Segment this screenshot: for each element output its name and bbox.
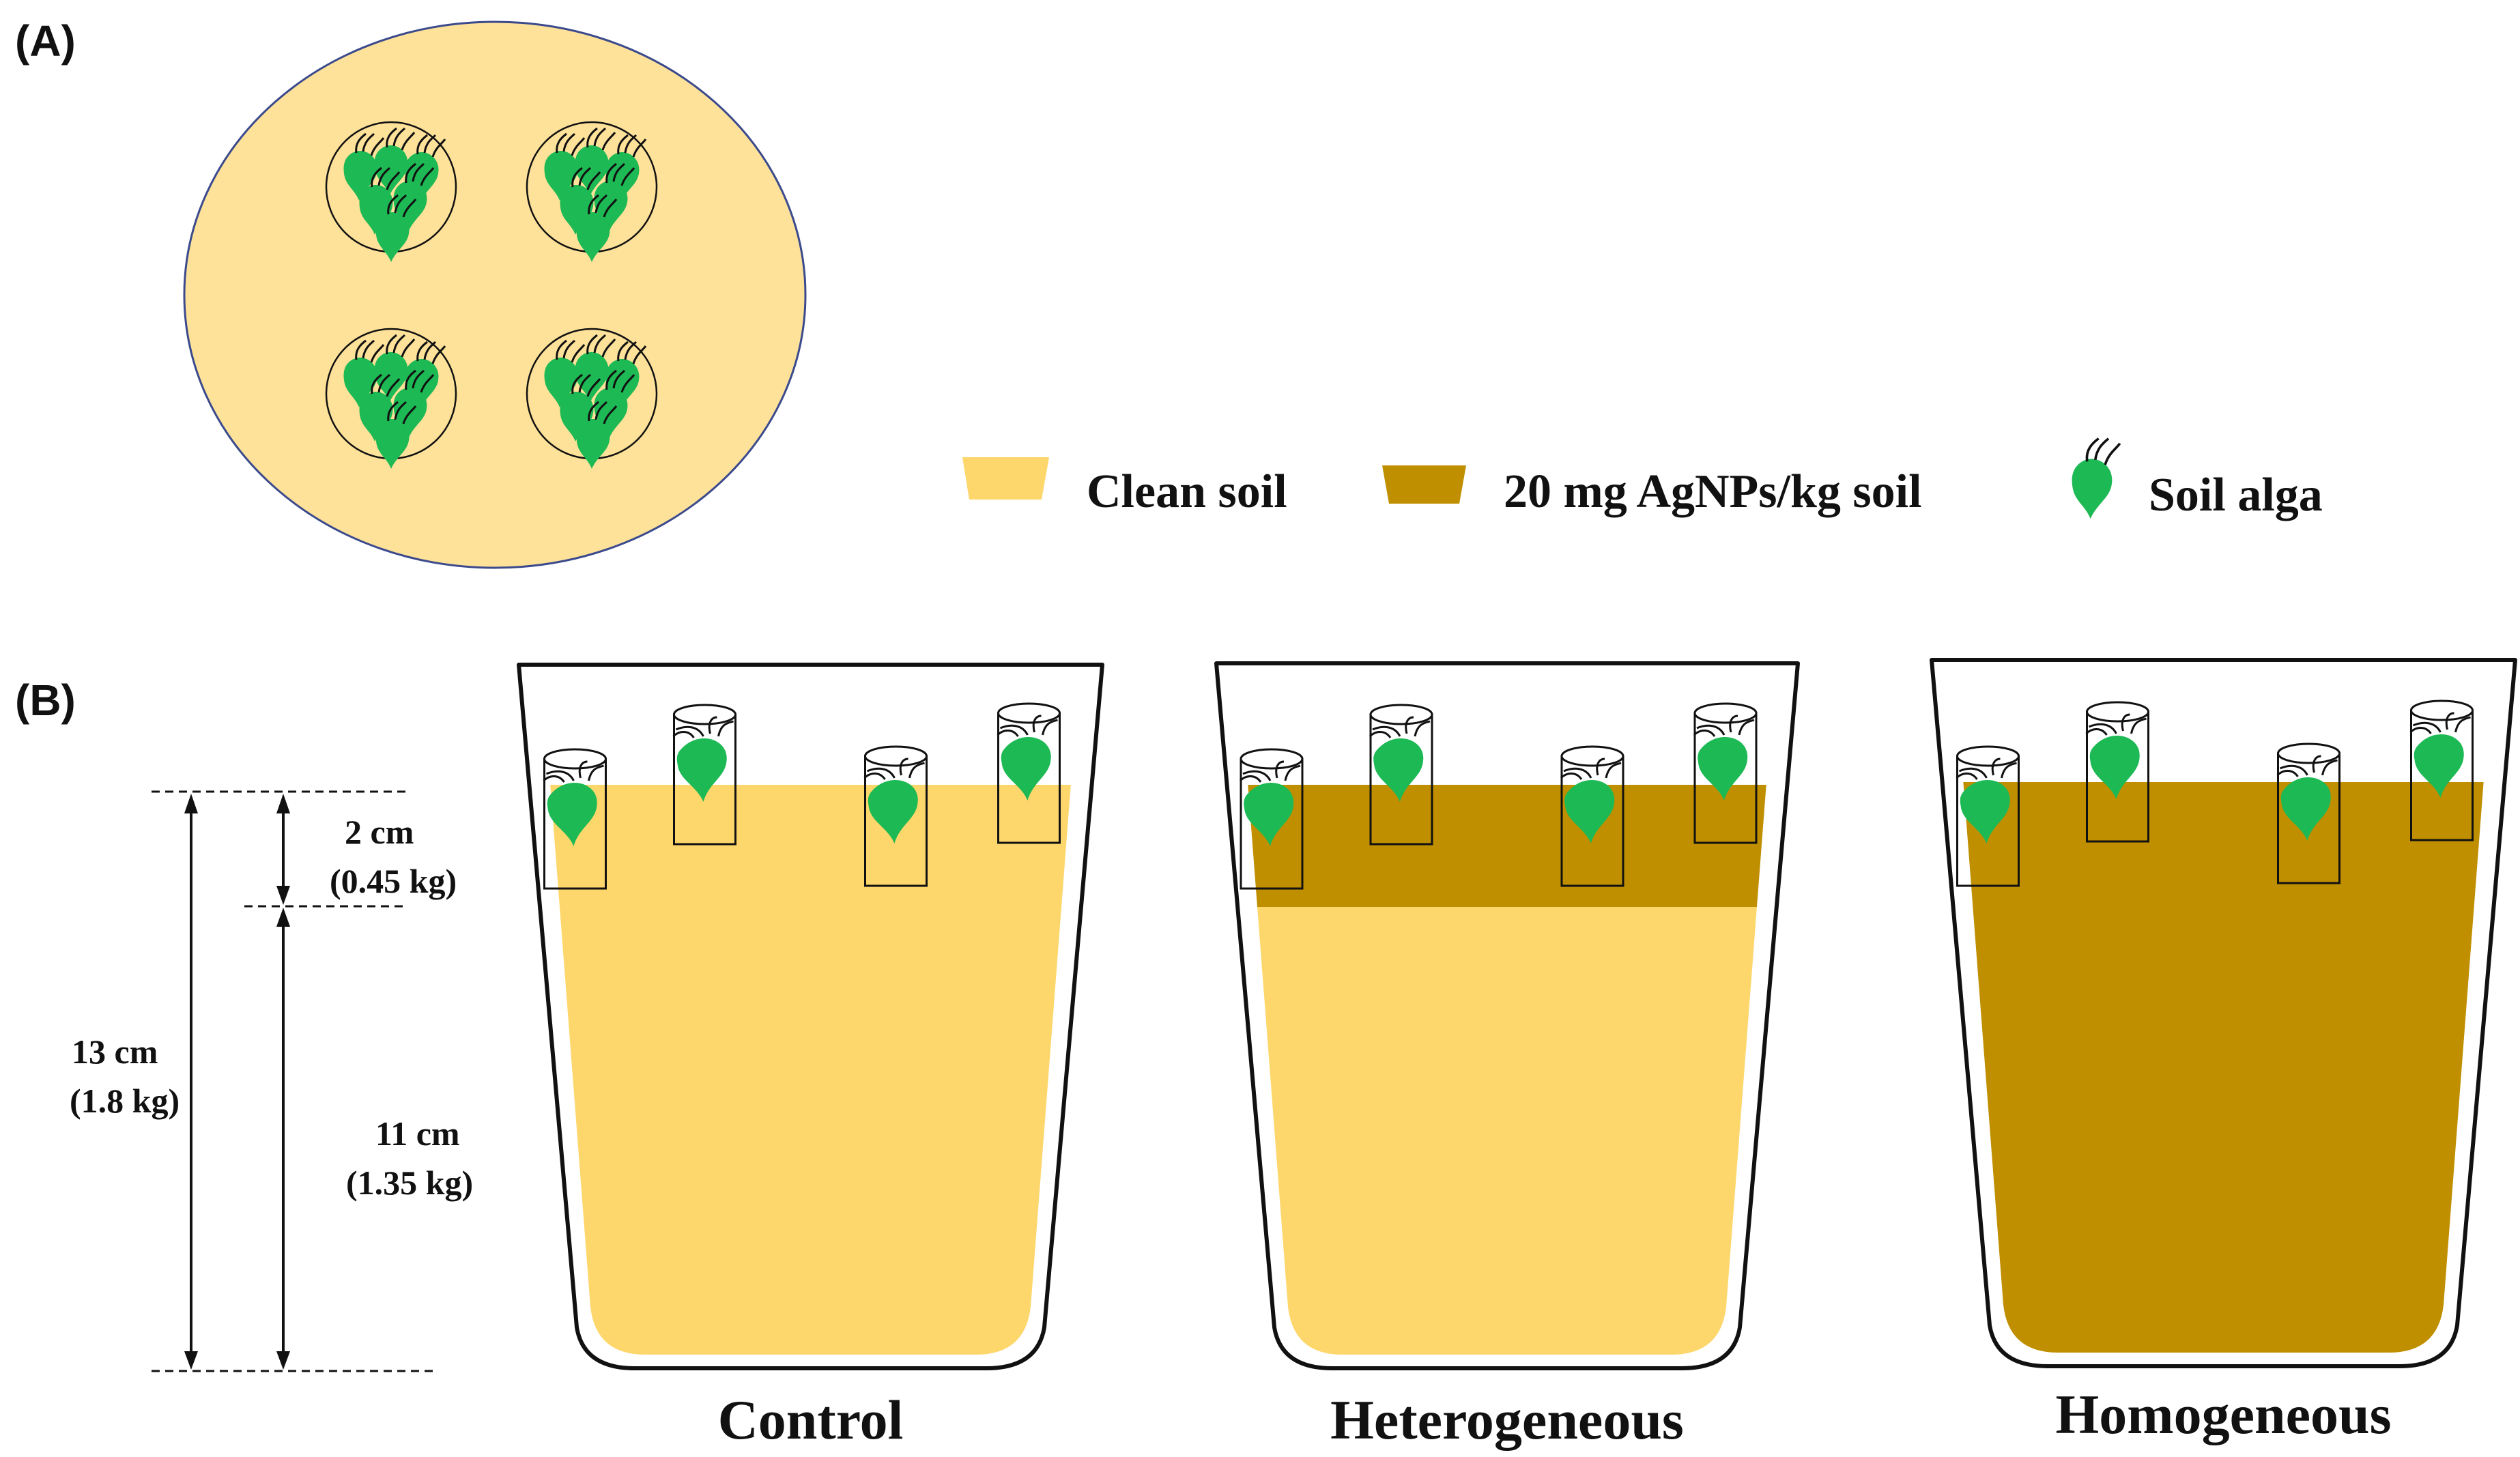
top-soil-layer [1963,782,2484,904]
legend-alga-icon [2070,437,2121,521]
alga-tube [863,745,928,887]
alga-tube [1956,745,2020,887]
pot-outline [1214,661,1800,1370]
pot-label: Homogeneous [2056,1383,2392,1445]
pot-control: Control [517,663,1104,1451]
legend-swatch-clean-soil [962,457,1049,500]
pots: Control Heterogeneous Homogeneous [517,658,2517,1451]
top-soil-layer [550,785,1071,907]
bottom-soil-layer [550,906,1071,1355]
pot-label: Control [718,1389,904,1451]
alga-tube [1560,745,1624,887]
dimension-annotations: 2 cm (0.45 kg) 13 cm (1.8 kg) 11 cm (1.3… [70,790,473,1372]
alga-tube [2085,701,2149,843]
alga-tube [1239,748,1304,890]
alga-tube [543,748,607,890]
pot-homogeneous: Homogeneous [1930,658,2517,1445]
legend-swatch-agnp-soil [1382,465,1466,504]
alga-well [325,328,457,469]
alga-well [526,328,658,469]
pot-heterogeneous: Heterogeneous [1214,661,1800,1451]
pot-label: Heterogeneous [1330,1389,1684,1451]
petri-dish-body [183,20,807,569]
dim-total-depth: 13 cm [72,1033,158,1071]
dim-bottom-depth: 11 cm [375,1114,460,1153]
legend-label-agnp-soil: 20 mg AgNPs/kg soil [1504,465,1922,518]
pot-outline [1930,658,2517,1368]
alga-tube [997,702,1061,844]
legend-label-soil-alga: Soil alga [2149,469,2323,521]
alga-tube [1369,704,1433,846]
alga-well [325,121,457,262]
bottom-soil-layer [1963,904,2484,1353]
alga-well [526,121,658,262]
dim-bottom-mass: (1.35 kg) [346,1164,473,1202]
alga-tube [2409,699,2474,841]
alga-tube [2276,742,2340,884]
panel-a-label: (A) [15,16,76,66]
panel-b-label: (B) [15,676,76,725]
bottom-soil-layer [1248,906,1766,1355]
pot-outline [517,663,1104,1370]
alga-tube [672,704,736,846]
petri-dish [183,20,807,569]
alga-tube [1693,702,1758,844]
dim-top-depth: 2 cm [345,813,414,851]
legend: Clean soil 20 mg AgNPs/kg soil Soil alga [962,437,2323,521]
dim-total-mass: (1.8 kg) [70,1082,180,1120]
legend-label-clean-soil: Clean soil [1087,465,1287,518]
dim-top-mass: (0.45 kg) [330,862,457,900]
top-soil-layer [1248,785,1766,907]
